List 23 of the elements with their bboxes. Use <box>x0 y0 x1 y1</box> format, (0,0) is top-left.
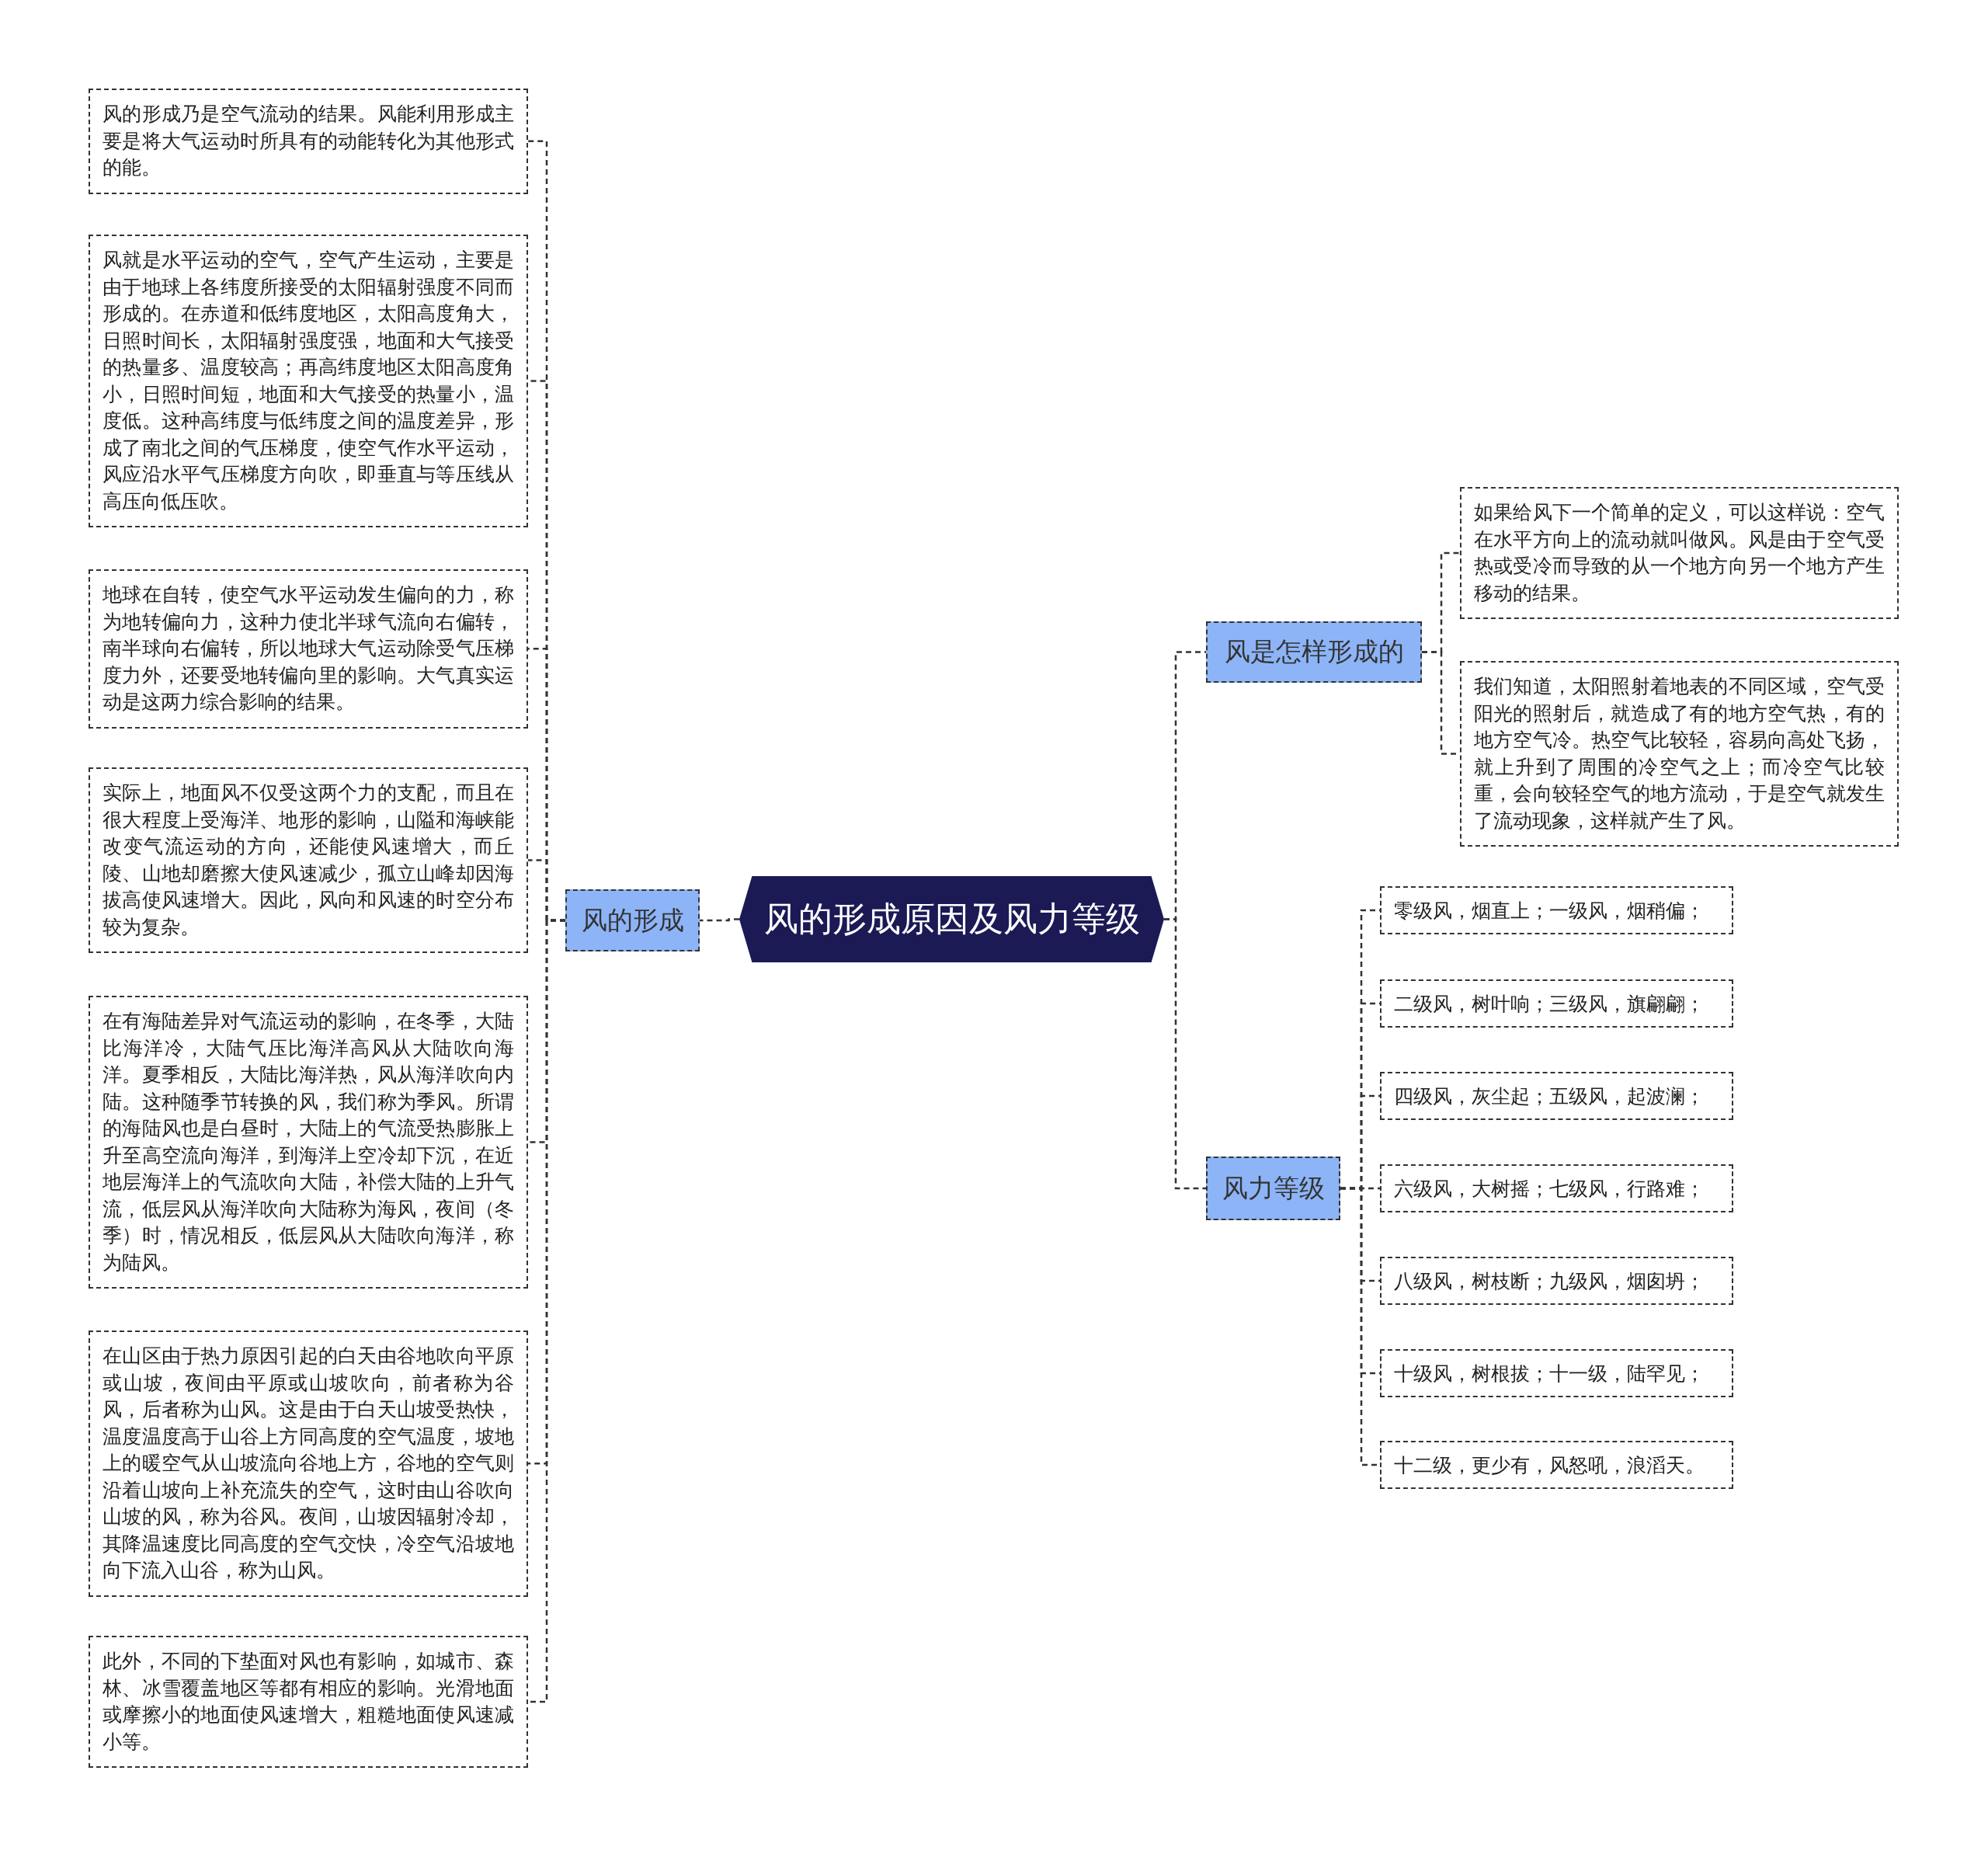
text-card: 风的形成乃是空气流动的结果。风能利用形成主要是将大气运动时所具有的动能转化为其他形式的能。 <box>89 89 528 194</box>
branch-topic: 风是怎样形成的 <box>1206 621 1422 683</box>
text-card: 如果给风下一个简单的定义，可以这样说：空气在水平方向上的流动就叫做风。风是由于空气受热或受冷而导致的从一个地方向另一个地方产生移动的结果。 <box>1460 487 1899 619</box>
text-card: 此外，不同的下垫面对风也有影响，如城市、森林、冰雪覆盖地区等都有相应的影响。光滑地面或摩擦小的地面使风速增大，粗糙地面使风速减小等。 <box>89 1636 528 1768</box>
connector-line <box>700 918 739 922</box>
text-card: 二级风，树叶响；三级风，旗翩翩； <box>1380 979 1733 1028</box>
text-card: 实际上，地面风不仅受这两个力的支配，而且在很大程度上受海洋、地形的影响，山隘和海峡能改变气流运动的方向，还能使风速增大，而丘陵、山地却磨擦大使风速减少，孤立山峰却因海拔高使风速增大。因此，风向和风速的时空分布较为复杂。 <box>89 767 528 953</box>
text-card: 在山区由于热力原因引起的白天由谷地吹向平原或山坡，夜间由平原或山坡吹向，前者称为谷风，后者称为山风。这是由于白天山坡受热快，温度温度高于山谷上方同高度的空气温度，坡地上的暖空气从山坡流向谷地上方，谷地的空气则沿着山坡向上补充流失的空气，这时由山谷吹向山坡的风，称为谷风。夜间，山坡因辐射冷却，其降温速度比同高度的空气交快，冷空气沿坡地向下流入山谷，称为山风。 <box>89 1330 528 1597</box>
connector-line <box>528 919 565 1703</box>
text-card: 我们知道，太阳照射着地表的不同区域，空气受阳光的照射后，就造成了有的地方空气热，有的地方空气冷。热空气比较轻，容易向高处飞扬，就上升到了周围的冷空气之上；而冷空气比较重，会向较轻空气的地方流动，于是空气就发生了流动现象，这样就产生了风。 <box>1460 661 1899 847</box>
text-card: 十级风，树根拔；十一级，陆罕见； <box>1380 1349 1733 1397</box>
text-card: 风就是水平运动的空气，空气产生运动，主要是由于地球上各纬度所接受的太阳辐射强度不同而形成的。在赤道和低纬度地区，太阳高度角大，日照时间长，太阳辐射强度强，地面和大气接受的热量多、温度较高；再高纬度地区太阳高度角小，日照时间短，地面和大气接受的热量小，温度低。这种高纬度与低纬度之间的温度差异，形成了南北之间的气压梯度，使空气作水平运动，风应沿水平气压梯度方向吹，即垂直与等压线从高压向低压吹。 <box>89 235 528 527</box>
text-card: 六级风，大树摇；七级风，行路难； <box>1380 1164 1733 1212</box>
text-card: 八级风，树枝断；九级风，烟囱坍； <box>1380 1257 1733 1305</box>
branch-topic: 风的形成 <box>565 889 700 951</box>
text-card: 在有海陆差异对气流运动的影响，在冬季，大陆比海洋冷，大陆气压比海洋高风从大陆吹向海洋。夏季相反，大陆比海洋热，风从海洋吹向内陆。这种随季节转换的风，我们称为季风。所谓的海陆风也是白昼时，大陆上的气流受热膨胀上升至高空流向海洋，到海洋上空冷却下沉，在近地层海洋上的气流吹向大陆，补偿大陆的上升气流，低层风从海洋吹向大陆称为海风，夜间（冬季）时，情况相反，低层风从大陆吹向海洋，称为陆风。 <box>89 996 528 1289</box>
text-card: 十二级，更少有，风怒吼，浪滔天。 <box>1380 1441 1733 1489</box>
branch-topic: 风力等级 <box>1206 1157 1340 1220</box>
connector-line <box>1164 918 1206 1190</box>
text-card: 地球在自转，使空气水平运动发生偏向的力，称为地转偏向力，这种力使北半球气流向右偏转，南半球向右偏转，所以地球大气运动除受气压梯度力外，还要受地转偏向里的影响。大气真实运动是这两力综合影响的结果。 <box>89 569 528 729</box>
topic-title: 风的形成原因及风力等级 <box>763 898 1140 940</box>
text-card: 零级风，烟直上；一级风，烟稍偏； <box>1380 886 1733 934</box>
text-card: 四级风，灰尘起；五级风，起波澜； <box>1380 1072 1733 1120</box>
